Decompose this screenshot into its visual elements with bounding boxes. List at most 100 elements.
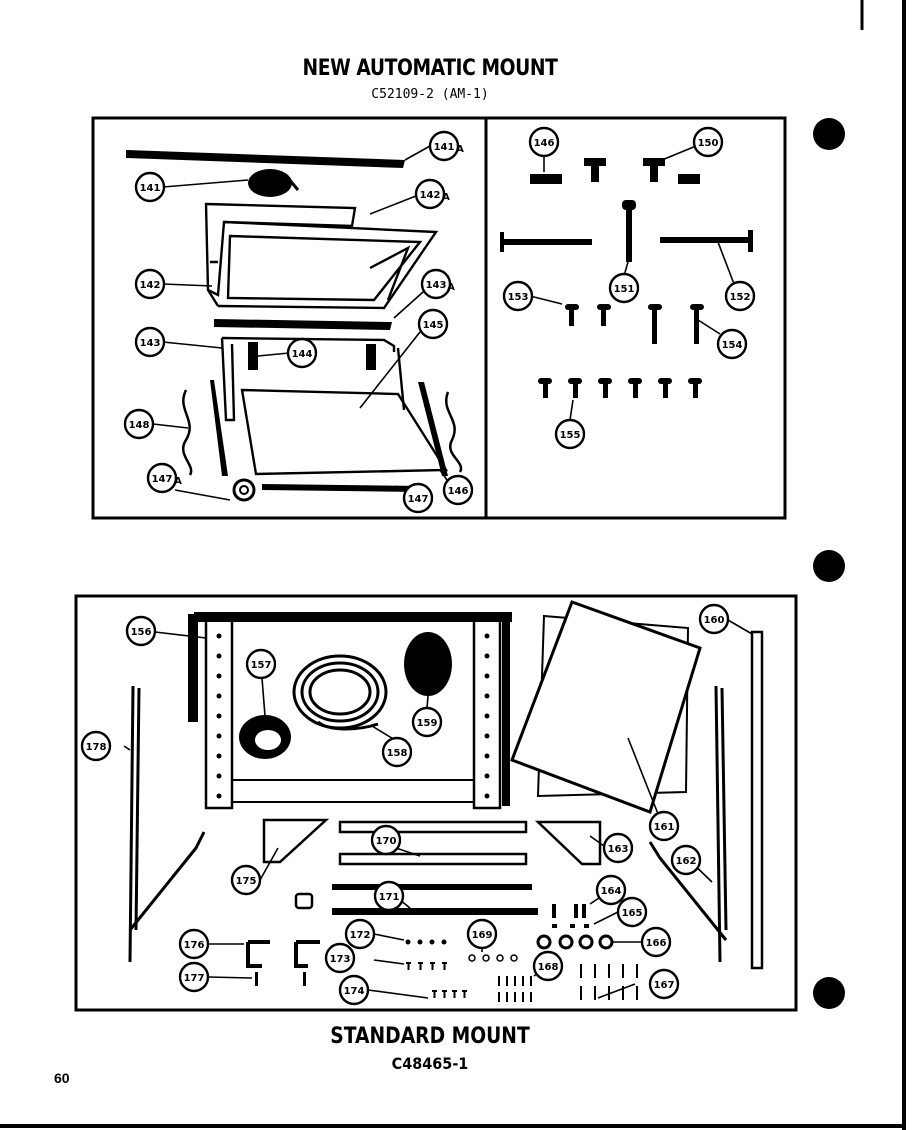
callout-155: 155 [554,418,586,450]
callout-177: 177 [178,961,210,993]
strip-160 [750,630,764,970]
callout-147a: 147 [146,462,178,494]
callout-suffix: A [447,282,455,293]
rail-146a [210,380,228,476]
callout-143a: 143 [420,268,452,300]
callout-164: 164 [595,874,627,906]
binder-hole-1 [813,118,845,150]
callout-141a: 141 [428,130,460,162]
callout-159: 159 [411,706,443,738]
callout-174: 174 [338,974,370,1006]
bottom-title: STANDARD MOUNT [330,1024,530,1049]
svg-text:177: 177 [184,973,205,984]
callout-176: 176 [178,928,210,960]
bracket-144 [248,342,258,370]
foam-block [294,892,314,910]
svg-text:141: 141 [434,142,455,153]
frame-142 [204,202,439,310]
callout-170: 170 [370,824,402,856]
svg-text:172: 172 [350,930,371,941]
page-number: 60 [54,1070,70,1086]
sleeve-frame-156 [188,612,512,810]
svg-text:147: 147 [408,494,429,505]
callout-178: 178 [80,730,112,762]
svg-text:141: 141 [140,183,161,194]
callout-151: 151 [608,272,640,304]
callout-145: 145 [417,308,449,340]
callout-163: 163 [602,832,634,864]
svg-text:169: 169 [472,930,493,941]
callout-144: 144 [286,337,318,369]
strip-171a [332,884,532,890]
svg-text:166: 166 [646,938,667,949]
svg-text:148: 148 [129,420,150,431]
svg-text:143: 143 [426,280,447,291]
small-hardware [405,939,467,998]
gasket-148b [445,391,463,473]
callout-143: 143 [134,326,166,358]
gasket-coil-158 [292,654,388,731]
top-panel-frame [91,116,787,520]
foam-141 [248,169,292,197]
rail-170b [338,852,528,866]
svg-text:147: 147 [152,474,173,485]
svg-text:170: 170 [376,836,397,847]
pin-177b [303,972,306,986]
strip-171b [332,908,538,915]
callout-168: 168 [532,950,564,982]
svg-text:146: 146 [534,138,555,149]
gasket-148 [182,389,193,476]
callout-167: 167 [648,968,680,1000]
svg-text:146: 146 [448,486,469,497]
washers-166 [536,934,614,950]
nails-168 [498,976,532,1002]
callout-154: 154 [716,328,748,360]
washers-169 [468,954,518,962]
top-title: NEW AUTOMATIC MOUNT [302,56,558,81]
strip-143a [214,319,392,330]
pin-177a [255,972,258,986]
svg-text:167: 167 [654,980,675,991]
weatherstrip-141a [126,150,405,168]
callout-165: 165 [616,896,648,928]
callout-166: 166 [640,926,672,958]
callout-142: 142 [134,268,166,300]
callout-147: 147 [402,482,434,514]
svg-text:164: 164 [601,886,622,897]
clip-176a [246,940,270,968]
svg-text:159: 159 [417,718,438,729]
binder-hole-2 [813,550,845,582]
bracket-163 [534,820,602,866]
callout-146-top: 146 [528,126,560,158]
svg-text:152: 152 [730,292,751,303]
svg-text:168: 168 [538,962,559,973]
callout-suffix: A [456,144,464,155]
svg-text:165: 165 [622,908,643,919]
svg-text:156: 156 [131,627,152,638]
rail-146b [418,382,448,476]
callout-142a: 142 [414,178,446,210]
svg-text:145: 145 [423,320,444,331]
bottom-panel-frame [74,594,798,1012]
clips-164 [552,904,589,928]
callout-173: 173 [324,942,356,974]
callout-169: 169 [466,918,498,950]
rail-170a [338,820,528,834]
hardware-group-top [500,158,753,398]
bracket-175 [262,818,330,864]
callout-156: 156 [125,615,157,647]
foam-159 [404,632,452,696]
callout-161: 161 [648,810,680,842]
svg-text:163: 163 [608,844,629,855]
svg-text:161: 161 [654,822,675,833]
svg-text:155: 155 [560,430,581,441]
callout-153: 153 [502,280,534,312]
clip-176b [294,940,320,968]
svg-text:171: 171 [379,892,400,903]
svg-text:157: 157 [251,660,272,671]
svg-text:178: 178 [86,742,107,753]
strip-147 [262,484,420,492]
bracket-144b [366,344,376,370]
panel-161 [510,600,702,814]
svg-text:176: 176 [184,940,205,951]
